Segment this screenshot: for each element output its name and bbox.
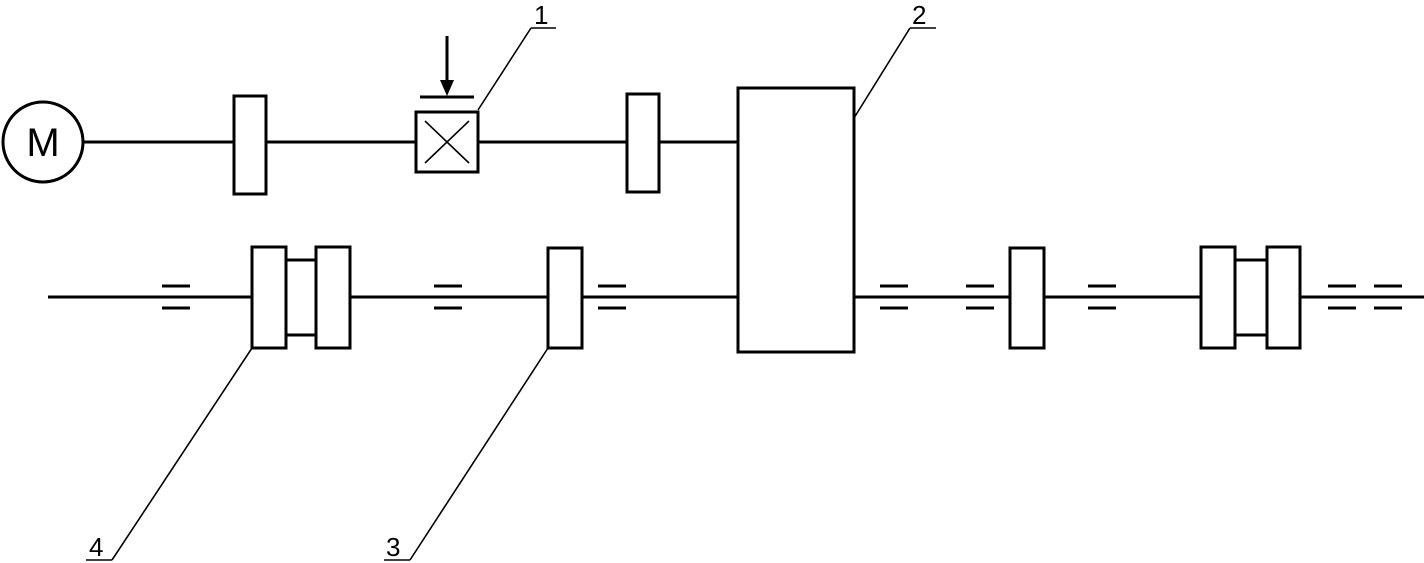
gearbox (736, 86, 856, 354)
bearing-7 (1328, 284, 1356, 310)
callout-label-4: 4 (89, 532, 103, 562)
bearing-symbols (162, 284, 1402, 310)
output-shaft-coupling (546, 246, 584, 350)
bearing-1 (162, 284, 190, 310)
callout-1: 1 (477, 0, 556, 111)
bearing-6 (1088, 284, 1116, 310)
bearing-3 (598, 284, 626, 310)
motor: M (1, 100, 85, 184)
output-shaft-coupling-right (1008, 246, 1046, 350)
drive-shaft-coupling-1 (232, 94, 268, 196)
bearing-2 (434, 284, 462, 310)
bearing-8 (1374, 284, 1402, 310)
callout-2: 2 (853, 0, 936, 119)
double-coupling-left (250, 245, 352, 350)
callout-3: 3 (384, 347, 549, 562)
callout-label-3: 3 (386, 532, 400, 562)
bearing-5 (966, 284, 994, 310)
brake-element (414, 110, 480, 174)
motor-symbol: M (26, 121, 59, 165)
drive-shaft-coupling-2 (625, 92, 661, 194)
callout-label-1: 1 (534, 0, 548, 30)
callout-label-2: 2 (912, 0, 926, 30)
callout-4: 4 (86, 347, 253, 562)
actuation-arrow (420, 36, 474, 99)
double-coupling-right (1199, 245, 1302, 350)
bearing-4 (880, 284, 908, 310)
